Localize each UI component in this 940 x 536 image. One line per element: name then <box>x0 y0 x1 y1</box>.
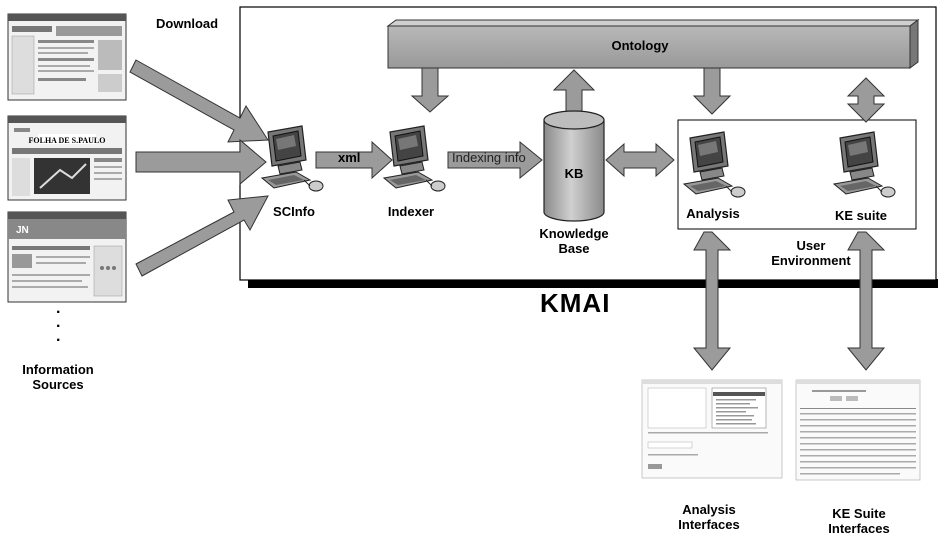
ontology-ke-suite-arrow <box>846 77 886 123</box>
xml-label: xml <box>338 150 361 165</box>
ontology-to-indexer-arrow <box>410 67 450 113</box>
more-sources-dots: . . . <box>56 300 61 345</box>
source-thumbnail-2-banner: FOLHA DE S.PAULO <box>29 136 106 145</box>
analysis-interfaces-arrow <box>692 231 732 371</box>
analysis-interfaces-label: Analysis Interfaces <box>678 502 740 532</box>
ke-suite-interfaces-arrow <box>846 231 886 371</box>
kmai-title: KMAI <box>540 288 611 318</box>
kmai-frame-shadow <box>248 279 938 288</box>
knowledge-base-label: Knowledge Base <box>539 226 609 256</box>
information-sources-label: Information Sources <box>22 362 94 392</box>
kb-user-environment-arrow <box>605 142 675 178</box>
download-arrows <box>129 59 269 277</box>
ontology-to-analysis-arrow <box>692 67 732 115</box>
scinfo-label: SCInfo <box>273 204 315 219</box>
source-thumbnail-1 <box>7 13 127 101</box>
xml-arrow <box>315 140 393 180</box>
indexing-info-label: Indexing info <box>452 150 526 165</box>
user-environment-label: User Environment <box>771 238 851 268</box>
ke-suite-interface-thumbnail <box>795 379 921 481</box>
ontology-bar <box>386 19 920 69</box>
source-thumbnail-3 <box>7 211 127 303</box>
kb-to-ontology-arrow <box>552 69 596 113</box>
download-label: Download <box>156 16 219 31</box>
indexer-label: Indexer <box>387 204 435 219</box>
source-thumbnail-2 <box>7 115 127 201</box>
source-thumbnail-3-banner: JN <box>16 225 29 236</box>
knowledge-base-cylinder <box>543 110 605 222</box>
indexing-info-arrow <box>447 140 543 180</box>
ke-suite-interfaces-label: KE Suite Interfaces <box>828 506 890 536</box>
kb-label: KB <box>564 166 584 181</box>
ke-suite-label: KE suite <box>834 208 887 223</box>
analysis-interface-thumbnail <box>641 379 783 479</box>
analysis-label: Analysis <box>686 206 740 221</box>
ontology-label: Ontology <box>611 38 669 53</box>
